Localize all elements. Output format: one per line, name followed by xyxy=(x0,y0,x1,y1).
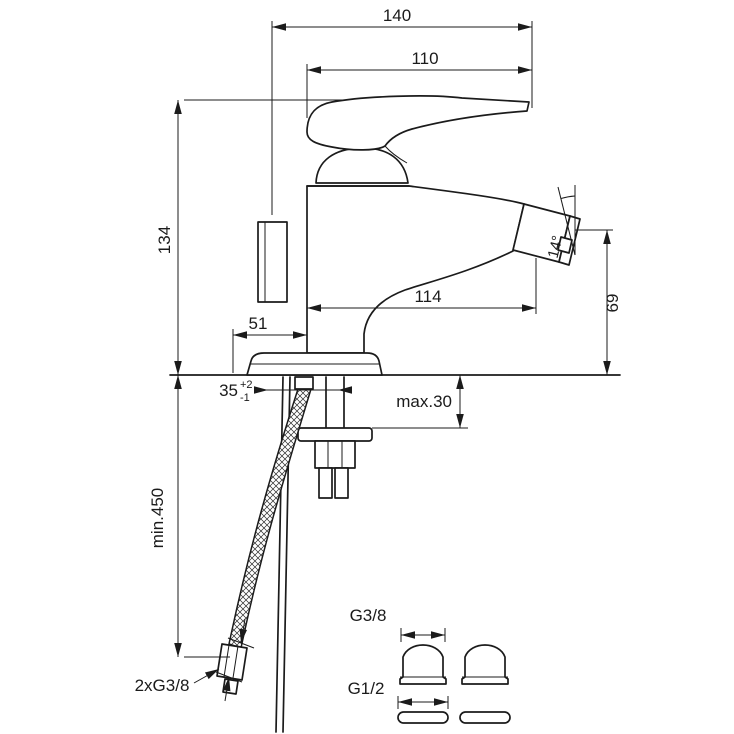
dimension-outlet-height: 69 xyxy=(575,229,622,375)
dimension-base-depth: 51 xyxy=(232,314,307,373)
dimension-deck-thickness: max.30 xyxy=(372,375,468,429)
hose-braid-texture xyxy=(228,388,313,649)
fitting-washer-small xyxy=(397,711,449,724)
dim-label-110: 110 xyxy=(411,49,438,68)
dimension-overall-depth: 140 xyxy=(271,6,533,215)
fitting-label-g38: G3/8 xyxy=(350,606,387,625)
dim-label-35-tol-plus: +2 xyxy=(240,379,253,391)
hose-nut-facet xyxy=(232,645,239,679)
mounting-nut xyxy=(314,440,356,469)
under-deck-assembly xyxy=(169,374,621,733)
angle-tilted-line xyxy=(557,186,576,256)
fitting-washer-large xyxy=(459,711,511,724)
dim-label-35-tol-minus: -1 xyxy=(240,392,250,404)
handle-neck-line xyxy=(384,145,408,164)
leader-line xyxy=(193,668,220,684)
faucet-body xyxy=(246,95,581,376)
rear-bracket xyxy=(257,221,288,303)
fitting-detail-group: G3/8 G1/2 xyxy=(348,606,511,724)
dim-label-134: 134 xyxy=(155,226,174,254)
fitting-nut-large xyxy=(461,644,509,685)
hose-nipple-left xyxy=(318,467,333,499)
fitting-nut-small xyxy=(399,644,447,685)
hose-upper-collar xyxy=(294,376,314,390)
hose-nipple-right xyxy=(334,467,349,499)
lever-handle xyxy=(306,95,530,151)
dimension-hose-length: min.450 xyxy=(148,375,230,658)
mounting-washer xyxy=(297,427,373,442)
dim-label-140: 140 xyxy=(383,6,411,25)
cartridge-dome xyxy=(315,147,409,184)
dim-label-14deg: 14° xyxy=(545,234,567,260)
body-and-spout-outline xyxy=(306,185,525,354)
dimension-spout-depth: 114 xyxy=(307,258,537,314)
straight-hose-edge xyxy=(275,376,284,733)
dim-label-51: 51 xyxy=(249,314,268,333)
dim-label-2xg38: 2xG3/8 xyxy=(135,676,190,695)
dim-label-35: 35 xyxy=(219,381,238,400)
dim-label-114: 114 xyxy=(414,287,441,306)
aerator-insert xyxy=(557,236,573,254)
flexible-hose xyxy=(216,376,314,695)
dim-label-69: 69 xyxy=(603,294,622,313)
dimension-outlet-angle: 14° xyxy=(545,185,576,260)
hose-end-tip xyxy=(222,678,239,695)
dimension-handle-reach: 110 xyxy=(306,49,532,118)
hose-nut-facet xyxy=(223,644,230,678)
angle-arc xyxy=(560,195,576,199)
dim-label-max30: max.30 xyxy=(396,392,452,411)
dimension-body-height: 134 xyxy=(155,99,345,375)
dim-label-min450: min.450 xyxy=(148,488,167,548)
fitting-label-g12: G1/2 xyxy=(348,679,385,698)
dimension-hose-connection: 2xG3/8 xyxy=(135,618,255,702)
arrow-segment xyxy=(222,676,231,702)
dimension-hole-diameter: 35 +2 -1 xyxy=(219,379,352,404)
arrow-segment xyxy=(239,618,248,644)
